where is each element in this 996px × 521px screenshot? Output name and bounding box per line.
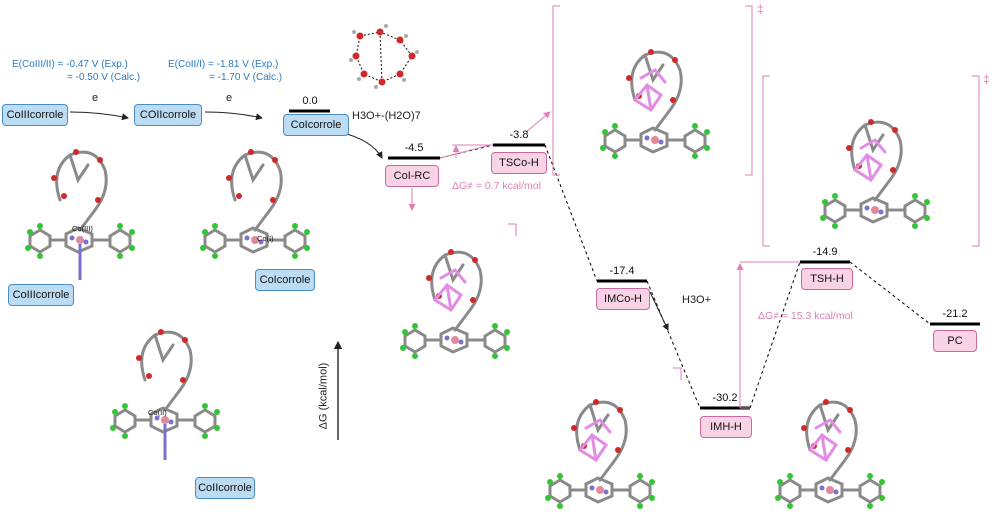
energy-im-hh: -30.2 xyxy=(712,392,738,404)
redox-2-calc: = -1.70 V (Calc.) xyxy=(209,72,283,83)
ts-mark-1: ‡ xyxy=(757,2,764,16)
reduction-arrow-1 xyxy=(69,111,129,121)
species-co3-structure: CoIIIcorrole xyxy=(8,284,74,306)
mol-co1 xyxy=(198,147,312,261)
state-rc: CoI-RC xyxy=(385,165,439,187)
metal-label-co1: Co(I) xyxy=(257,234,274,243)
energy-ts-coh: -3.8 xyxy=(509,129,529,141)
ts-brackets xyxy=(508,5,980,380)
dashed-connectors xyxy=(439,144,931,409)
redox-1-exp: E(CoIII/II) = -0.47 V (Exp.) xyxy=(12,59,128,70)
mol-co2 xyxy=(108,327,222,460)
mol-ts-hh xyxy=(818,117,932,231)
state-im-coh: IMCo-H xyxy=(596,288,650,310)
energy-ts-hh: -14.9 xyxy=(812,246,838,258)
mol-ts-coh xyxy=(598,47,712,161)
state-ts-coh: TSCo-H xyxy=(491,152,547,174)
electron-label-2: e xyxy=(226,92,233,104)
species-co2: COIIcorrole xyxy=(134,104,202,126)
energy-rc: -4.5 xyxy=(404,142,424,154)
metal-label-co2: Co(II) xyxy=(148,408,167,417)
barrier-2: ΔG≠ = 15.3 kcal/mol xyxy=(758,310,853,322)
reagent-h3o: H3O+ xyxy=(682,294,712,306)
energy-im-coh: -17.4 xyxy=(609,265,635,277)
mol-im-hh xyxy=(773,397,887,511)
state-pc: PC xyxy=(933,330,977,352)
mol-co3 xyxy=(23,147,137,280)
metal-label-co3: Co(III) xyxy=(72,224,93,233)
mol-im-coh xyxy=(543,397,657,511)
state-im-hh: IMH-H xyxy=(700,416,752,438)
dg-axis-label: ΔG (kcal/mol) xyxy=(317,362,330,430)
energy-coi: 0.0 xyxy=(302,95,318,107)
reagent-cluster: H3O+-(H2O)7 xyxy=(352,110,421,122)
water-cluster-molecule xyxy=(349,24,419,89)
state-ts-hh: TSH-H xyxy=(801,268,853,290)
barrier-1: ΔG≠ = 0.7 kcal/mol xyxy=(452,180,541,192)
barrier-markers xyxy=(408,111,800,409)
species-co1-structure: CoIcorrole xyxy=(255,269,315,291)
species-co2-structure: CoIIcorrole xyxy=(195,477,255,499)
species-co1: CoIcorrole xyxy=(283,114,349,136)
ts-mark-2: ‡ xyxy=(983,72,990,86)
species-co3: CoIIIcorrole xyxy=(2,104,68,126)
redox-2-exp: E(CoII/I) = -1.81 V (Exp.) xyxy=(168,59,279,70)
reduction-arrow-2 xyxy=(204,111,263,121)
electron-label-1: e xyxy=(92,92,99,104)
energy-pc: -21.2 xyxy=(942,308,968,320)
redox-1-calc: = -0.50 V (Calc.) xyxy=(67,72,141,83)
mol-rc xyxy=(398,247,512,361)
